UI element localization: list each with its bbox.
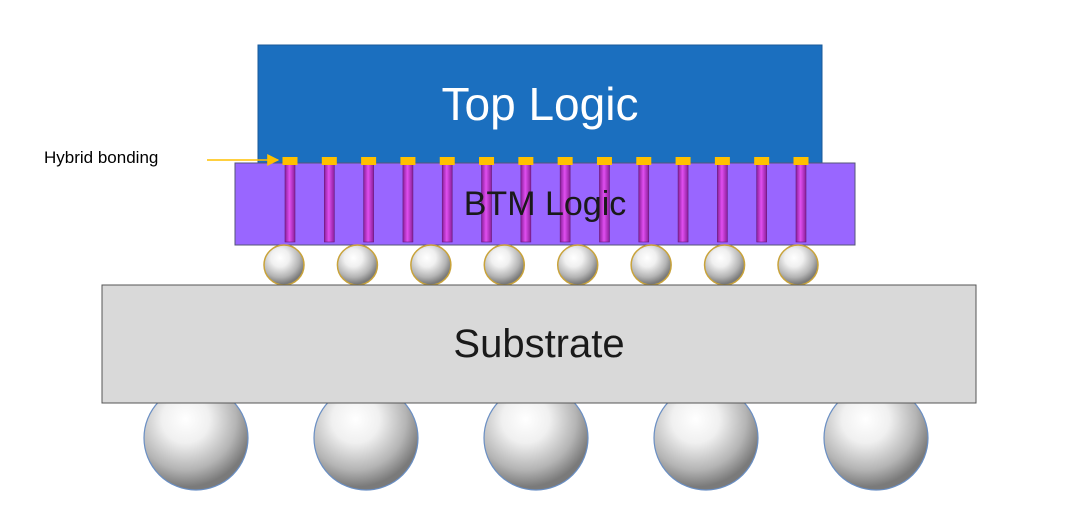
hybrid-bond-pad: [714, 157, 730, 165]
tsv: [795, 163, 807, 243]
package-ball-group: [143, 385, 929, 491]
tsv: [717, 163, 728, 243]
hybrid-bond-pad: [439, 157, 455, 165]
tsv: [559, 163, 571, 243]
tsv: [638, 163, 650, 243]
micro-bump: [336, 244, 379, 286]
hybrid-bond-pad: [596, 157, 612, 165]
hybrid-bond-pad: [479, 157, 495, 165]
tsv: [363, 163, 374, 243]
tsv: [402, 163, 414, 243]
hybrid-bond-pad: [557, 157, 573, 165]
hybrid-bond-pad: [675, 157, 691, 165]
tsv: [324, 163, 335, 243]
hybrid-bond-pad: [518, 157, 534, 165]
micro-bump-group: [263, 244, 819, 286]
tsv: [520, 163, 532, 243]
hybrid-bond-pad: [321, 157, 337, 165]
hybrid-bond-pad: [282, 157, 298, 165]
hybrid-bond-pad-group: [282, 157, 809, 165]
tsv: [481, 163, 492, 243]
btm-logic-die: [234, 162, 856, 246]
hybrid-bond-pad: [636, 157, 652, 165]
micro-bump: [630, 244, 672, 286]
micro-bump: [777, 244, 819, 286]
top-logic-die: [257, 44, 823, 164]
tsv: [441, 163, 453, 243]
tsv: [756, 163, 767, 243]
tsv: [599, 163, 610, 243]
tsv-group: [284, 163, 807, 243]
substrate: [101, 284, 977, 404]
micro-bump: [263, 244, 305, 286]
micro-bump: [410, 244, 452, 286]
micro-bump: [703, 244, 746, 286]
micro-bump: [556, 244, 599, 286]
hybrid-bond-pad: [793, 157, 809, 165]
micro-bump: [483, 244, 526, 286]
tsv: [677, 163, 689, 243]
tsv: [284, 163, 296, 243]
hybrid-bond-pad: [400, 157, 416, 165]
hybrid-bond-pad: [754, 157, 770, 165]
hybrid-bond-pad: [361, 157, 377, 165]
